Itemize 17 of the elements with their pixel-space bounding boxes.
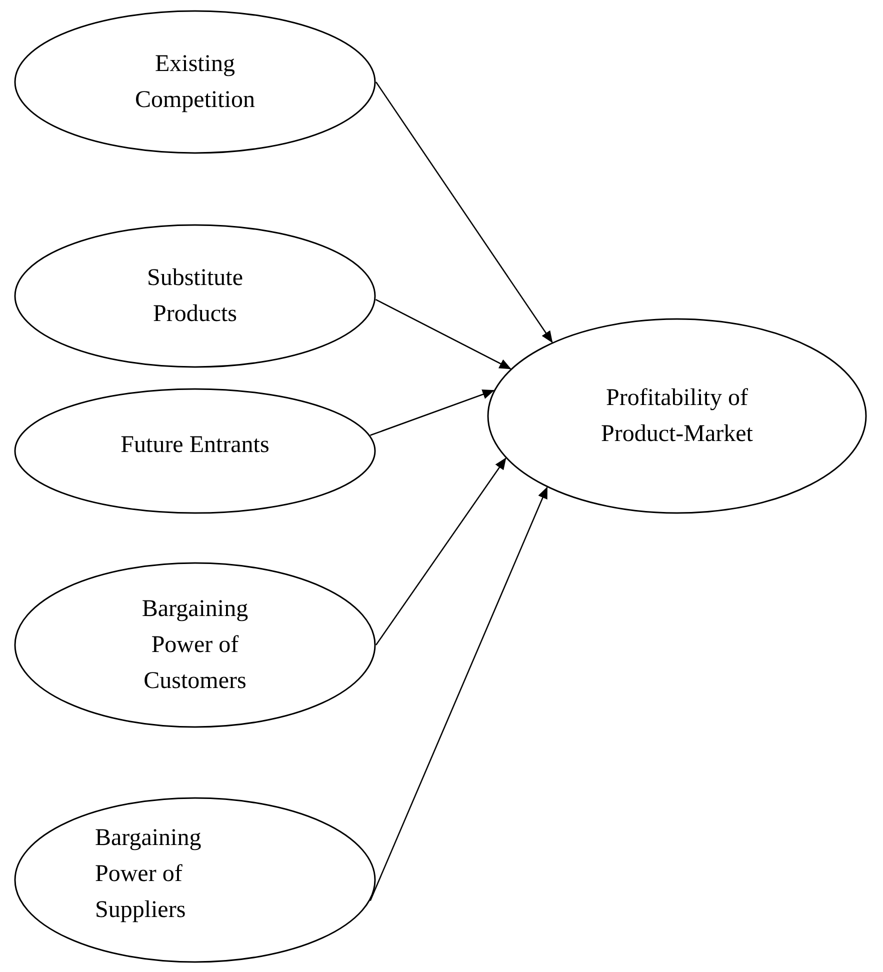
ellipse-node [14,388,376,514]
node-label: Profitability of Product-Market [600,384,754,449]
ellipse-node [14,797,376,963]
ellipse-node [14,10,376,154]
arrow [375,82,553,343]
ellipse-node [14,224,376,368]
arrow [370,390,494,436]
arrow [375,458,506,646]
arrow [375,299,512,370]
arrow [370,486,548,901]
node-label: Substitute Products [146,264,244,329]
node-label: Existing Competition [134,50,256,115]
node-label: Bargaining Power of Suppliers [95,824,202,925]
ellipse-node [487,318,867,514]
ellipse-node [14,562,376,728]
node-label: Bargaining Power of Customers [140,595,250,696]
node-label: Future Entrants [120,431,270,460]
